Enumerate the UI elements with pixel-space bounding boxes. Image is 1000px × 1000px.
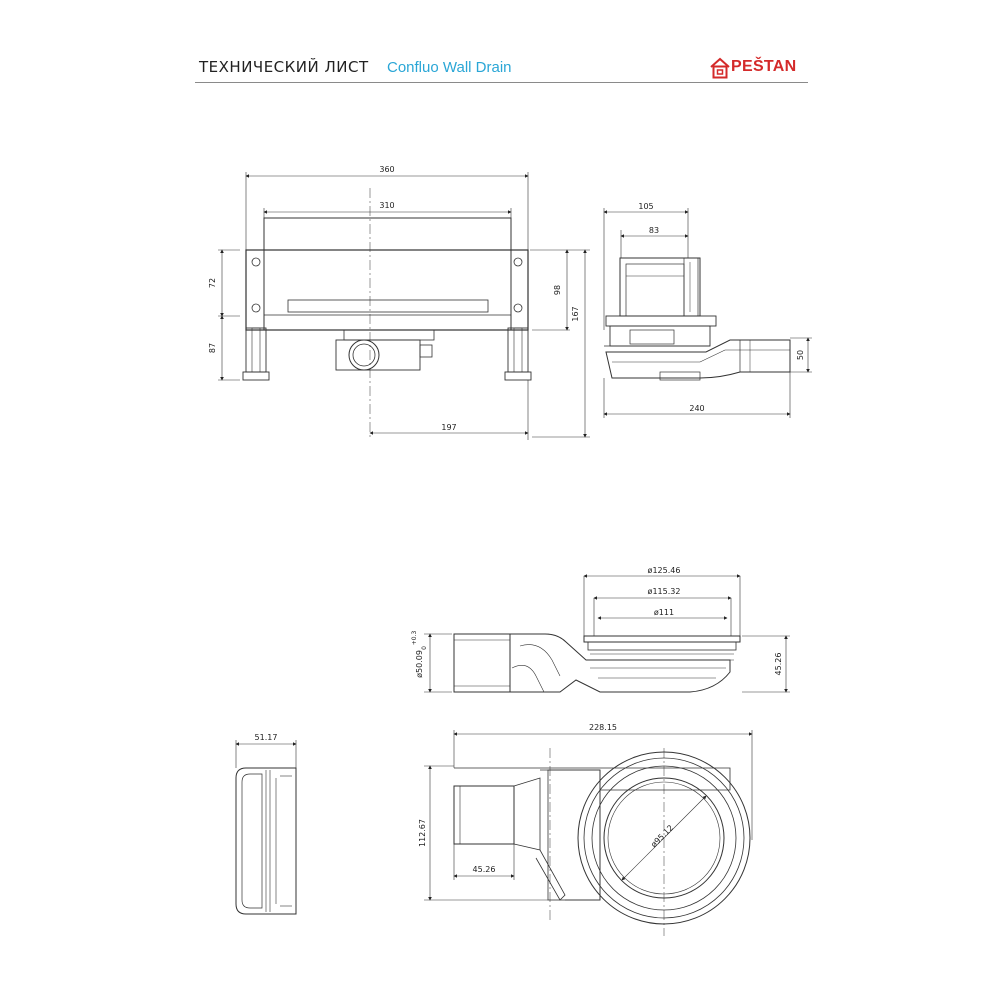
dim-87: 87 [208,343,217,353]
house-icon [710,57,730,79]
sheet-title: ТЕХНИЧЕСКИЙ ЛИСТ [199,58,369,76]
dim-105: 105 [638,202,653,211]
dim-83: 83 [649,226,659,235]
dim-51-17: 51.17 [255,733,278,742]
brand-name: PEŠTAN [731,58,797,75]
dim-72: 72 [208,278,217,288]
product-name: Confluo Wall Drain [387,59,512,76]
dim-228-15: 228.15 [589,723,617,732]
dim-112-67: 112.67 [418,819,427,847]
dim-50: 50 [796,350,805,360]
sheet-header: ТЕХНИЧЕСКИЙ ЛИСТ Confluo Wall Drain PEŠT… [195,56,808,83]
trap-side-view-dimensions: ø125.46 ø115.32 ø111 45.26 ø50.09 +0.3 0 [411,566,783,678]
dim-d115: ø115.32 [648,587,681,596]
trap-top-view [424,730,753,936]
dim-45-26-height: 45.26 [774,653,783,676]
dim-167: 167 [571,306,580,321]
dim-45-26-pipe: 45.26 [473,865,496,874]
dim-360: 360 [379,165,394,174]
dim-98: 98 [553,285,562,295]
dim-240: 240 [689,404,704,413]
trap-side-view [424,574,790,693]
dim-310: 310 [379,201,394,210]
front-view [218,172,590,440]
dim-pipe-tolerance-upper: +0.3 [411,631,418,646]
dim-197: 197 [441,423,456,432]
dim-d95-12: ø95.12 [649,823,675,849]
dim-d111: ø111 [654,608,674,617]
brand-logo: PEŠTAN [710,56,810,80]
dim-pipe-tolerance-lower: 0 [421,646,428,650]
front-view-dimensions: 360 310 72 87 98 167 197 [208,165,580,432]
side-view-dimensions: 105 83 50 240 [638,202,805,413]
side-view [603,208,812,418]
dim-pipe-diameter: ø50.09 [415,650,424,678]
dim-d125: ø125.46 [648,566,681,575]
trap-top-view-dimensions: 228.15 112.67 45.26 ø95.12 [418,723,675,874]
trap-end-view [235,740,297,915]
trap-end-view-dimensions: 51.17 [255,733,278,742]
